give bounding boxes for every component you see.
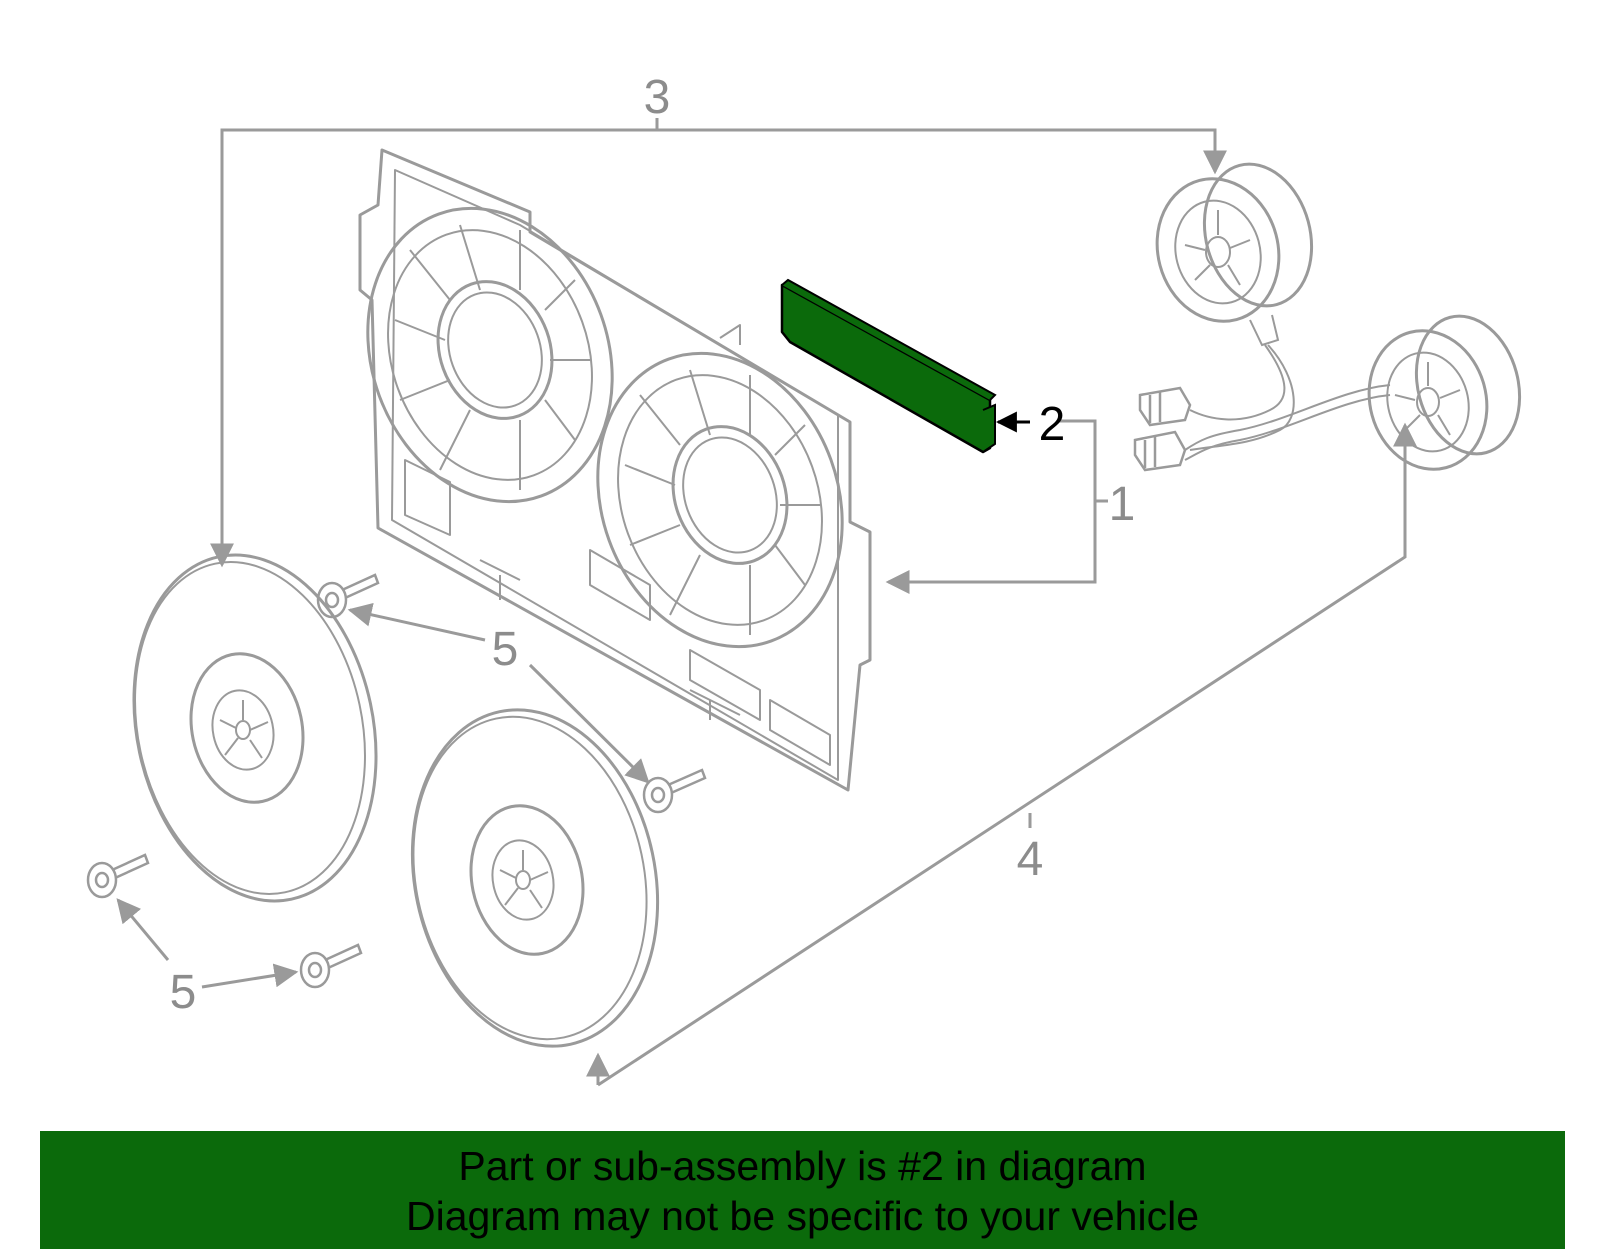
callout-2[interactable]: 2 xyxy=(1039,398,1066,451)
wire-connectors xyxy=(1133,386,1192,472)
banner-line-2: Diagram may not be specific to your vehi… xyxy=(405,1193,1199,1239)
bolts xyxy=(86,573,707,989)
callout-1[interactable]: 1 xyxy=(1109,478,1136,531)
bolt-2 xyxy=(642,768,707,814)
banner-line-1: Part or sub-assembly is #2 in diagram xyxy=(458,1143,1147,1189)
callout-5-upper[interactable]: 5 xyxy=(492,623,519,676)
callout-4[interactable]: 4 xyxy=(1017,833,1044,886)
leader-lines xyxy=(116,118,1417,1087)
callout-3[interactable]: 3 xyxy=(644,71,671,124)
fan-blade-right xyxy=(410,708,660,1048)
fan-shroud xyxy=(358,148,872,792)
bolt-3 xyxy=(86,853,150,899)
bolt-4 xyxy=(299,943,363,989)
info-banner: Part or sub-assembly is #2 in diagram Di… xyxy=(40,1131,1565,1249)
callout-5-lower[interactable]: 5 xyxy=(170,966,197,1019)
part-2-seal-strip[interactable] xyxy=(780,278,997,454)
fan-motor-lower xyxy=(1184,314,1522,471)
fan-motor-upper xyxy=(1155,162,1314,451)
bolt-1 xyxy=(316,573,380,619)
